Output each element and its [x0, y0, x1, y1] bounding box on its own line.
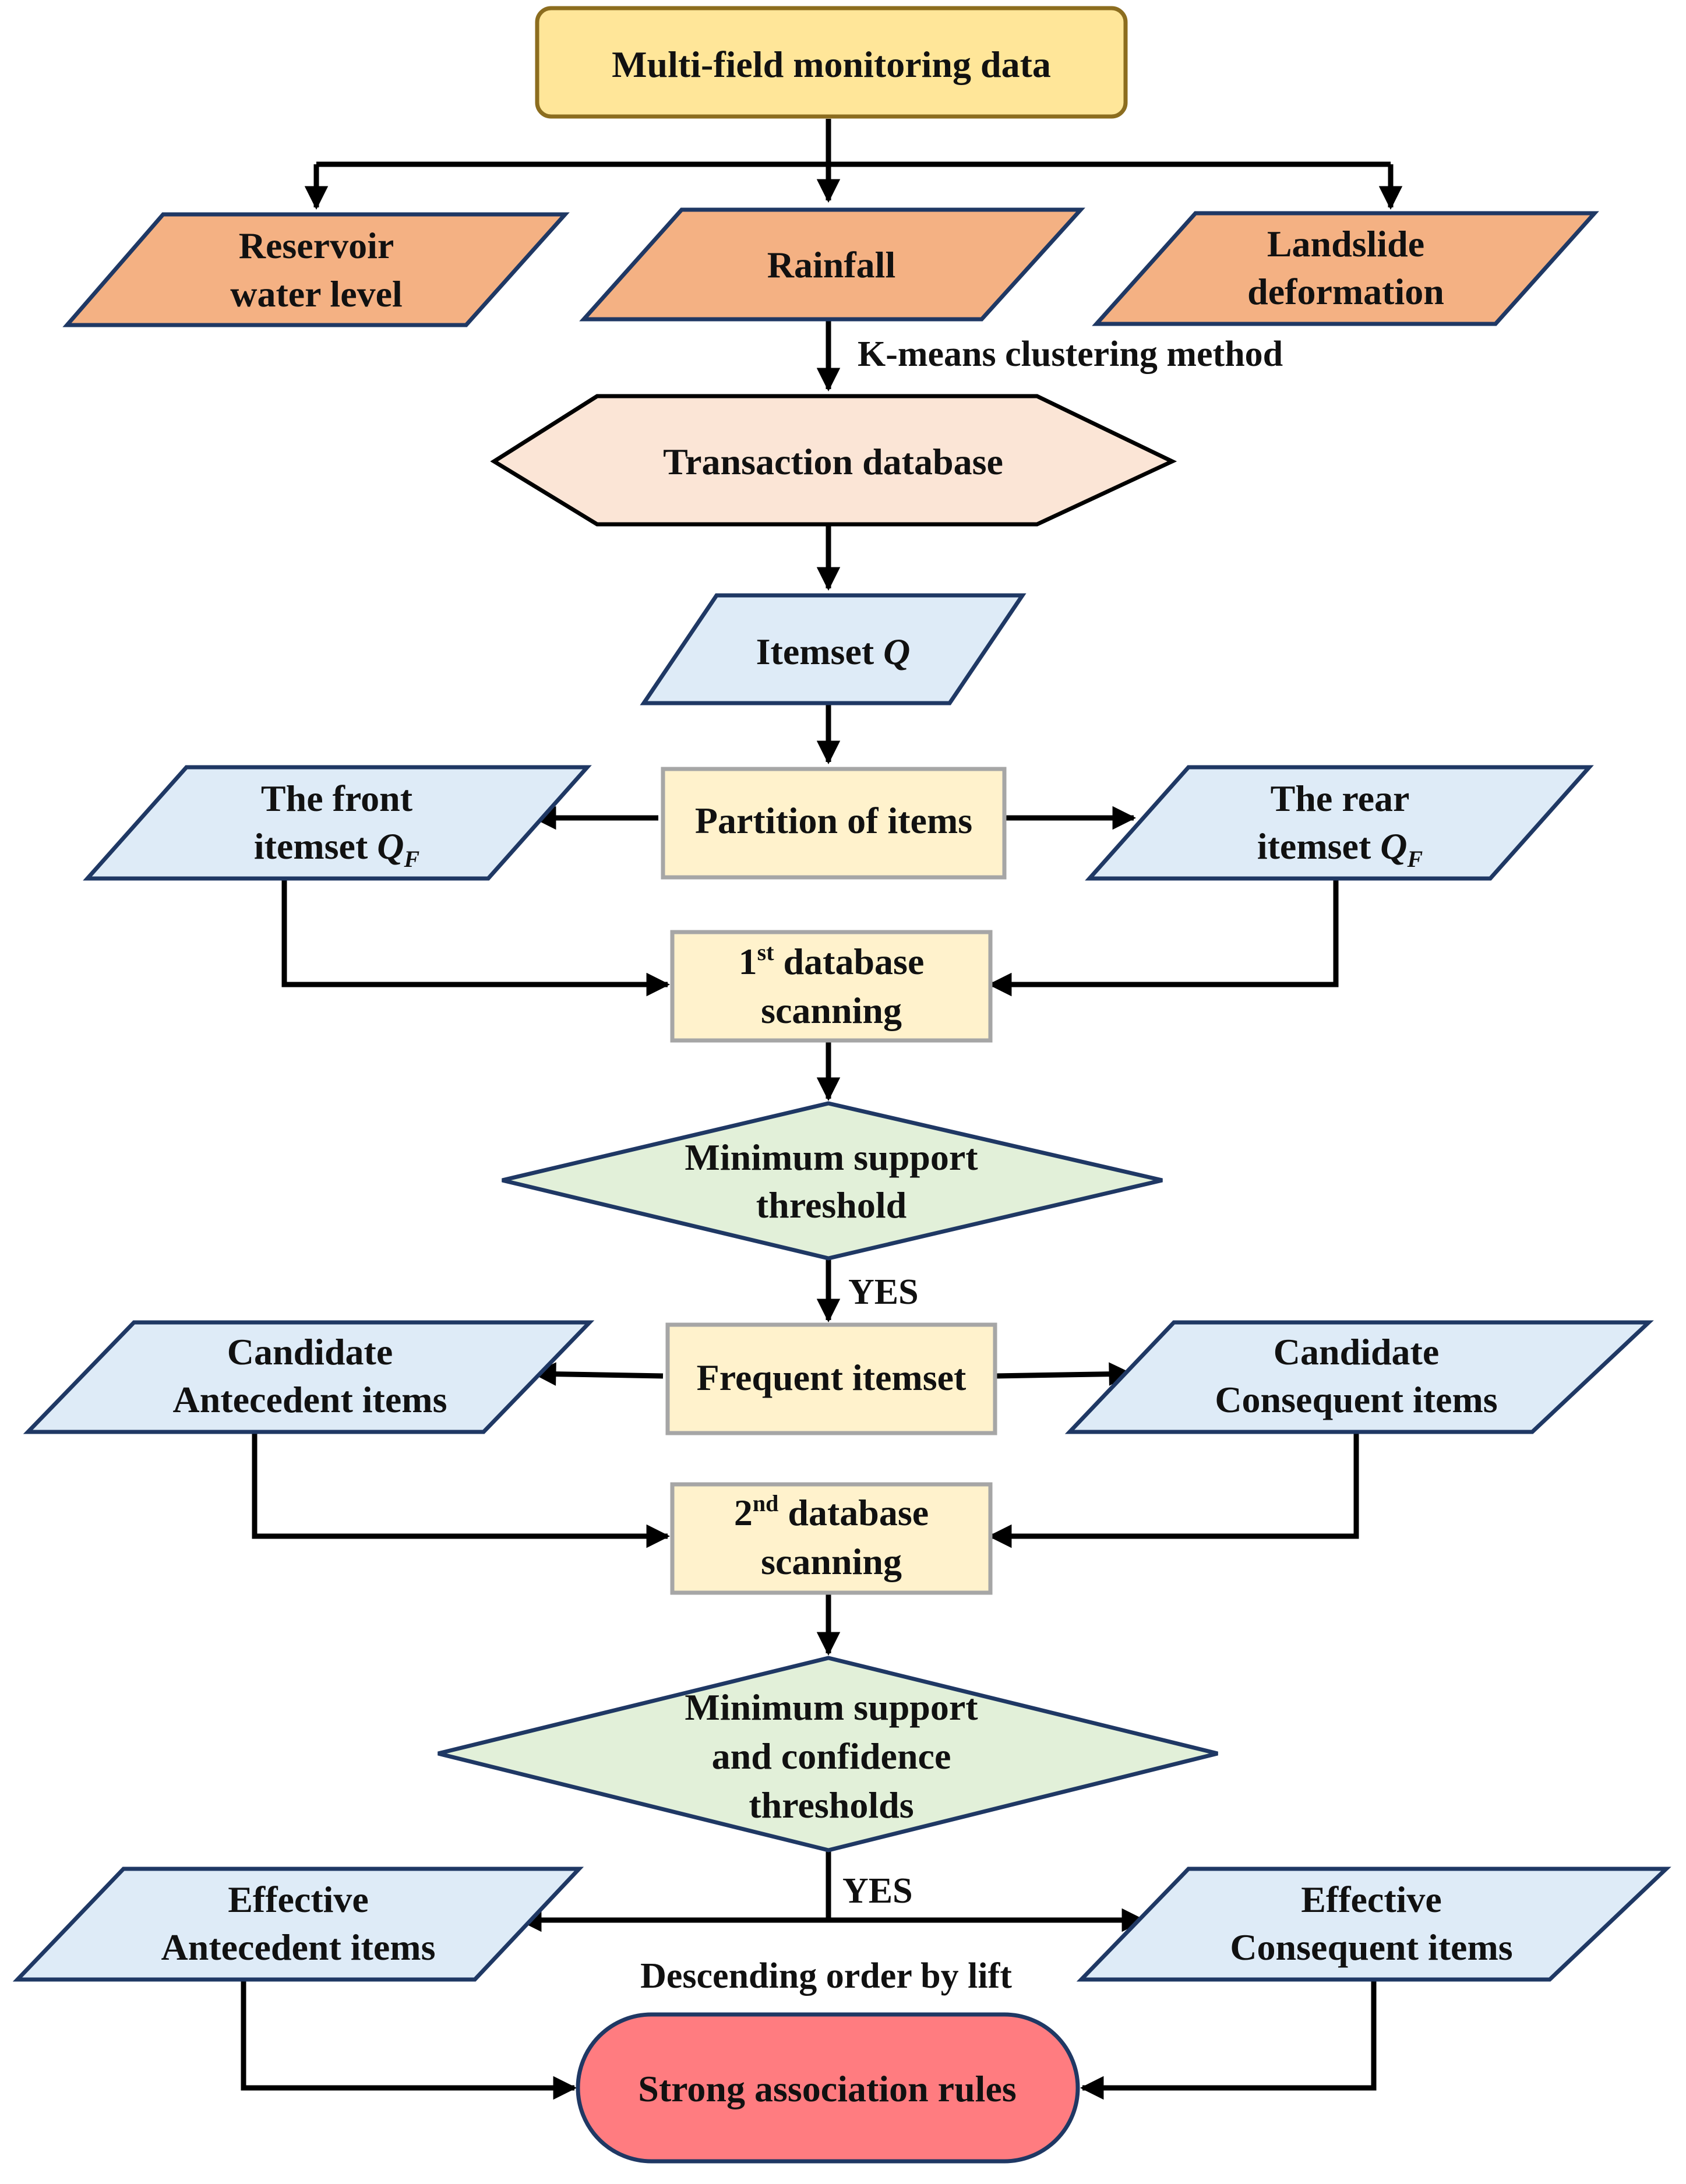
scan1-label-line2: scanning [761, 990, 902, 1031]
candidate-antecedent-label-line1: Candidate [227, 1331, 393, 1373]
effective-consequent-node: Effective Consequent items [1076, 1867, 1671, 1982]
scan1-box [670, 930, 993, 1043]
source-label: Multi-field monitoring data [612, 44, 1051, 85]
strong-rules-label: Strong association rules [638, 2068, 1017, 2109]
candidate-antecedent-node: Candidate Antecedent items [23, 1320, 595, 1434]
front-itemset-box [83, 765, 592, 881]
yes-label-2: YES [842, 1871, 913, 1911]
effective-consequent-label-line2: Consequent items [1230, 1927, 1512, 1968]
edge-frequent-to-candidate-antecedent [532, 1362, 664, 1386]
strong-rules-node: Strong association rules [576, 2012, 1080, 2164]
edge-front-to-scan1 [281, 874, 671, 997]
min-support-node: Minimum support threshold [502, 1101, 1163, 1261]
min-support-conf-label-line2: and confidence [712, 1735, 951, 1777]
edge-effective-antecedent-to-rules [241, 1974, 577, 2100]
transaction-db-label: Transaction database [663, 441, 1003, 482]
rear-itemset-label-line1: The rear [1271, 778, 1410, 819]
min-support-label-line1: Minimum support [685, 1137, 978, 1178]
candidate-consequent-label-line1: Candidate [1274, 1331, 1440, 1373]
scan2-node: 2nd database scanning [670, 1482, 993, 1595]
rainfall-node: Rainfall [579, 207, 1085, 322]
frequent-itemset-box [665, 1322, 997, 1435]
transaction-db-box [490, 394, 1177, 527]
effective-consequent-box [1076, 1867, 1671, 1982]
front-itemset-label-line2: itemset QF [254, 825, 420, 872]
reservoir-label-line2: water level [230, 273, 403, 315]
reservoir-box [62, 212, 570, 327]
scan2-label-line2: scanning [761, 1541, 902, 1582]
edge-candidate-antecedent-to-scan2 [252, 1430, 671, 1548]
landslide-node: Landslide deformation [1092, 211, 1599, 326]
scan1-label-line1: 1st database [739, 939, 925, 982]
source-box [535, 6, 1128, 119]
scan1-node: 1st database scanning [670, 930, 993, 1043]
kmeans-label: K-means clustering method [858, 334, 1283, 374]
edge-rear-to-scan1 [987, 874, 1339, 997]
rainfall-label: Rainfall [767, 244, 895, 285]
edges [241, 119, 1403, 2100]
frequent-itemset-label: Frequent itemset [697, 1357, 967, 1398]
effective-consequent-label-line1: Effective [1301, 1879, 1442, 1920]
reservoir-node: Reservoir water level [62, 212, 570, 327]
effective-antecedent-label-line1: Effective [228, 1879, 369, 1920]
rear-itemset-node: The rear itemset QF [1085, 765, 1594, 881]
min-support-conf-node: Minimum support and confidence threshold… [438, 1656, 1218, 1853]
frequent-itemset-node: Frequent itemset [665, 1322, 997, 1435]
yes-label-1: YES [848, 1272, 919, 1312]
edge-effective-consequent-to-rules [1080, 1974, 1377, 2100]
candidate-consequent-node: Candidate Consequent items [1064, 1320, 1654, 1434]
candidate-antecedent-label-line2: Antecedent items [173, 1379, 447, 1420]
min-support-conf-label-line1: Minimum support [685, 1686, 978, 1728]
candidate-consequent-box [1064, 1320, 1654, 1434]
effective-antecedent-node: Effective Antecedent items [12, 1867, 584, 1982]
lift-order-label: Descending order by lift [640, 1956, 1012, 1996]
partition-label: Partition of items [695, 800, 972, 841]
rear-itemset-label-line2: itemset QF [1257, 825, 1423, 872]
min-support-conf-diamond [438, 1656, 1218, 1853]
itemset-q-node: Itemset Q [640, 593, 1027, 705]
effective-antecedent-label-line2: Antecedent items [161, 1927, 436, 1968]
source-node: Multi-field monitoring data [535, 6, 1128, 119]
candidate-consequent-label-line2: Consequent items [1215, 1379, 1497, 1420]
effective-antecedent-box [12, 1867, 584, 1982]
edge-candidate-consequent-to-scan2 [987, 1430, 1359, 1548]
candidate-antecedent-box [23, 1320, 595, 1434]
itemset-q-label: Itemset Q [756, 631, 911, 672]
scan2-label-line1: 2nd database [734, 1490, 929, 1533]
min-support-diamond [502, 1101, 1163, 1261]
partition-node: Partition of items [661, 767, 1007, 880]
transaction-db-node: Transaction database [490, 394, 1177, 527]
min-support-label-line2: threshold [756, 1184, 907, 1226]
landslide-label-line2: deformation [1247, 271, 1444, 312]
landslide-label-line1: Landslide [1267, 223, 1424, 264]
front-itemset-label-line1: The front [261, 778, 413, 819]
scan2-box [670, 1482, 993, 1595]
reservoir-label-line1: Reservoir [239, 225, 394, 266]
itemset-q-box [640, 593, 1027, 705]
edge-frequent-to-candidate-consequent [994, 1362, 1133, 1386]
partition-box [661, 767, 1007, 880]
rear-itemset-box [1085, 765, 1594, 881]
rainfall-box [579, 207, 1085, 322]
min-support-conf-label-line3: thresholds [749, 1784, 913, 1826]
front-itemset-node: The front itemset QF [83, 765, 592, 881]
landslide-box [1092, 211, 1599, 326]
strong-rules-box [576, 2012, 1080, 2164]
